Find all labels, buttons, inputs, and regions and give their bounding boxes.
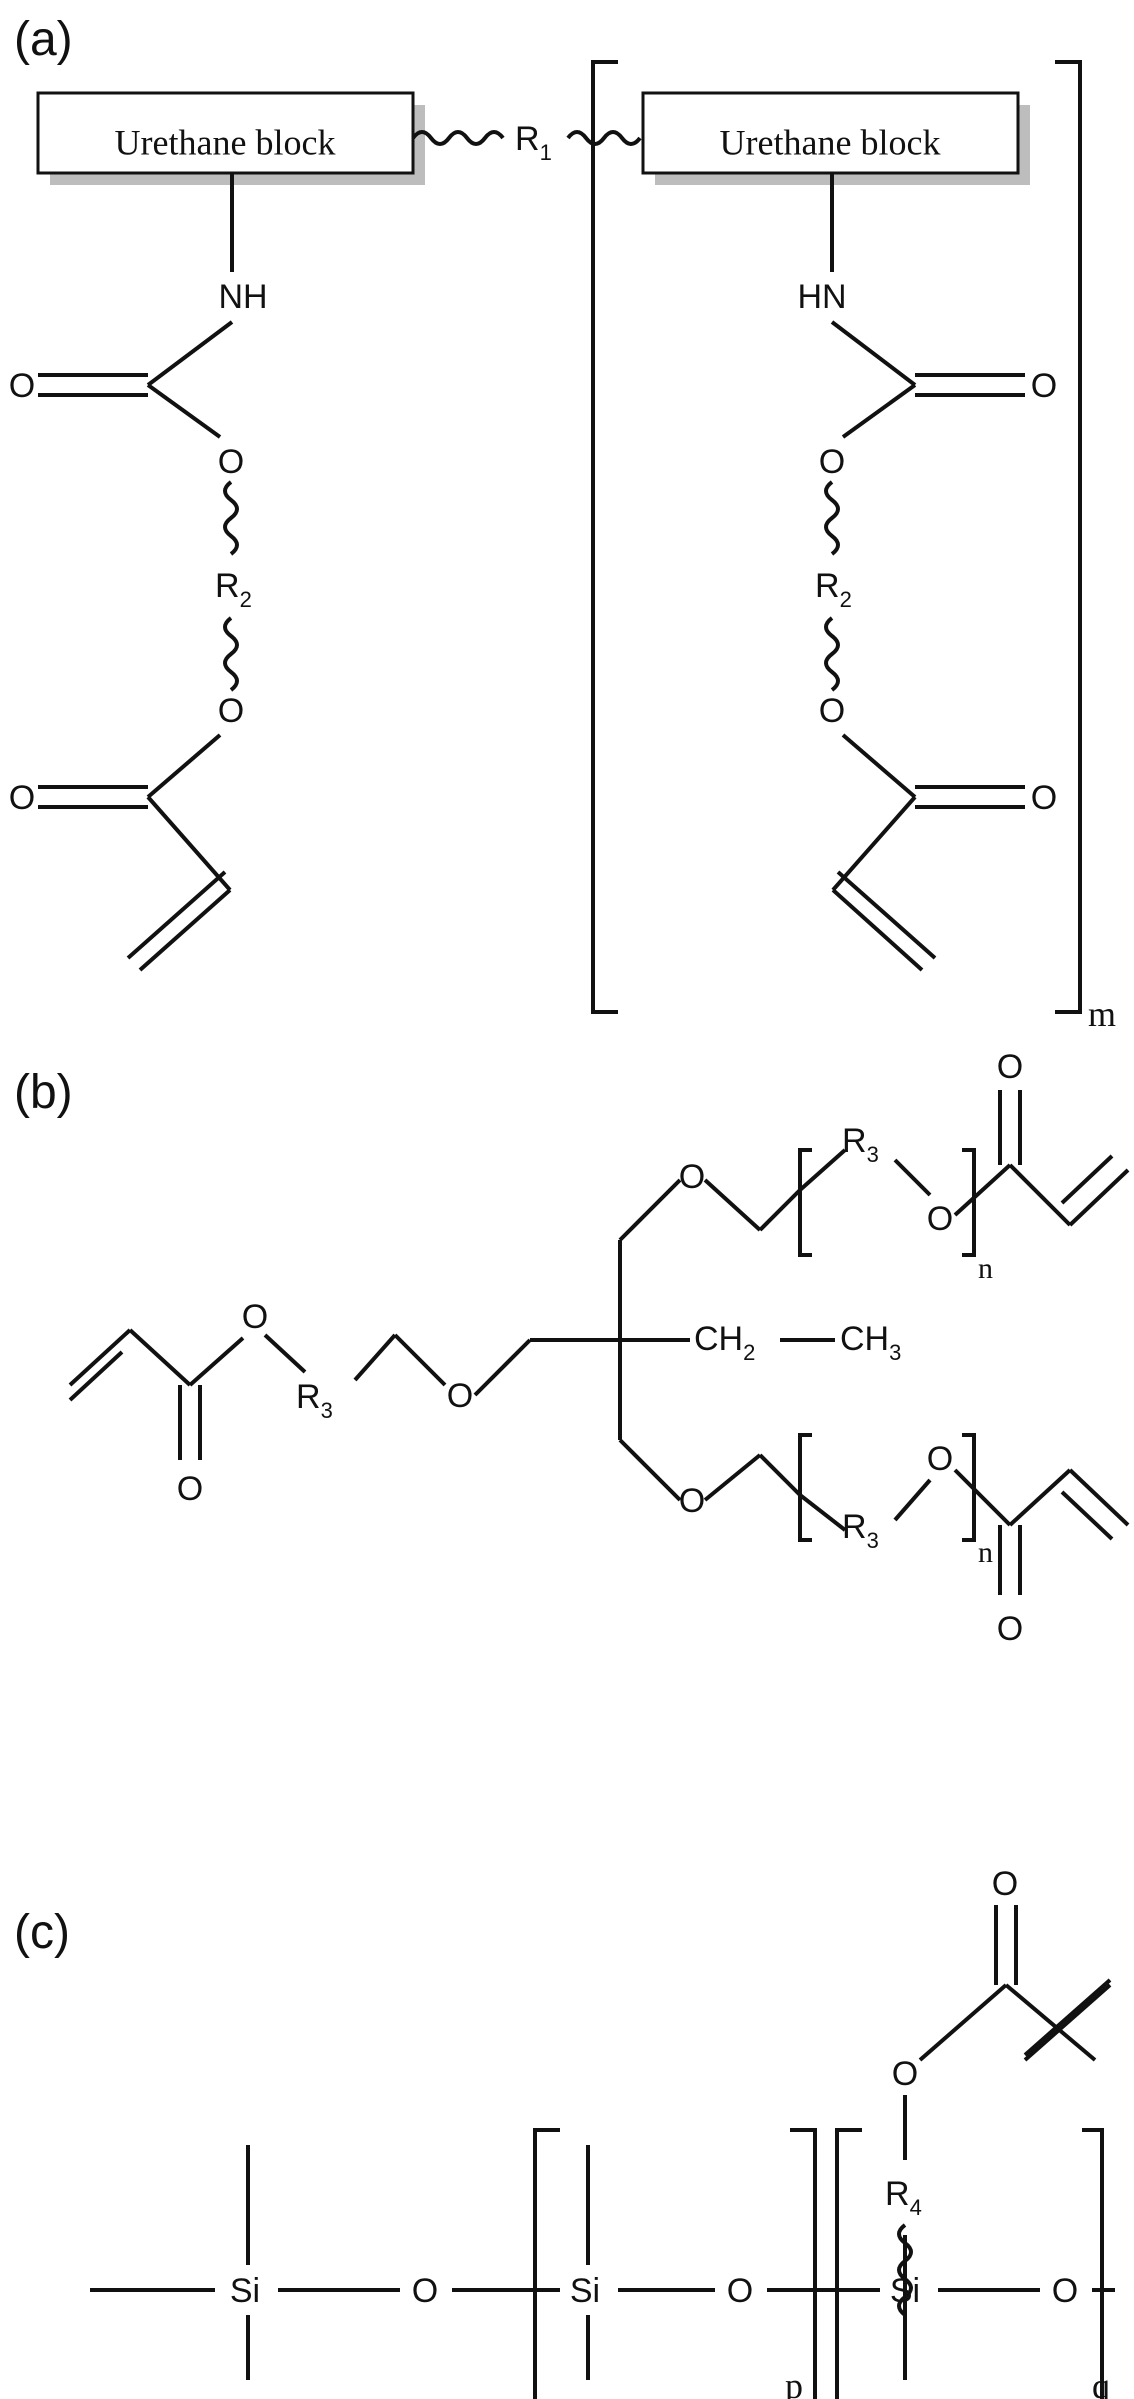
si-1: Si <box>230 2272 260 2310</box>
bracket-p-right <box>790 2128 817 2399</box>
repeat-count-p: p <box>785 2366 803 2399</box>
panel-c-label: (c) <box>14 1906 70 1959</box>
carbonyl-o-c: O <box>992 1865 1018 1903</box>
si-2: Si <box>570 2272 600 2310</box>
r3-upper-label: R3 <box>842 1122 879 1167</box>
r4-label: R4 <box>885 2175 922 2220</box>
left-acrylate-arm-b: O R3 O O <box>68 1298 532 1508</box>
bracket-upper-left <box>798 1148 812 1257</box>
bracket-p-left <box>533 2128 560 2399</box>
o-1: O <box>412 2272 438 2310</box>
panel-b: (b) CH2 CH3 O R3 O n O <box>14 1048 1130 1648</box>
ester-o-left-top: O <box>218 443 244 481</box>
right-acrylate-arm: HN O O R2 O O <box>797 173 1057 972</box>
bracket-q-right <box>1082 2128 1104 2399</box>
urethane-block-right: Urethane block <box>641 91 1030 185</box>
ester-o-left: O <box>242 1298 268 1336</box>
siloxane-backbone: Si O Si O p Si O q <box>90 2128 1115 2399</box>
ester-o-left-bottom: O <box>218 692 244 730</box>
ether-o-upper: O <box>679 1158 705 1196</box>
o-2: O <box>727 2272 753 2310</box>
bracket-upper-right <box>962 1148 976 1257</box>
bracket-q-left <box>835 2128 862 2399</box>
ch3-label: CH3 <box>840 1320 901 1365</box>
carbonyl-o-right-bottom: O <box>1031 779 1057 817</box>
nh-label: NH <box>218 278 267 316</box>
ester-o-lower: O <box>927 1440 953 1478</box>
urethane-block-left: Urethane block <box>36 91 425 185</box>
r3-lower-label: R3 <box>842 1508 879 1553</box>
hn-label: HN <box>797 278 846 316</box>
r1-label: R1 <box>515 120 552 165</box>
carbonyl-o-upper: O <box>997 1048 1023 1086</box>
left-acrylate-arm: NH O O R2 O O <box>9 173 268 972</box>
ether-o-left: O <box>447 1377 473 1415</box>
wavy-bond-r1-left <box>411 130 505 146</box>
ester-o-right-top: O <box>819 443 845 481</box>
panel-c: (c) O O R4 Si O Si <box>14 1865 1115 2399</box>
bracket-lower-left <box>798 1433 812 1542</box>
ester-o-upper: O <box>927 1200 953 1238</box>
acrylate-pendant: O O R4 <box>885 1865 1112 2320</box>
urethane-block-right-label: Urethane block <box>720 122 941 162</box>
trimethylolpropane-core: CH2 CH3 <box>530 1240 901 1440</box>
r3-left-label: R3 <box>296 1378 333 1423</box>
panel-a: (a) Urethane block Urethane block R1 m N… <box>9 13 1116 1034</box>
ester-o-c: O <box>892 2055 918 2093</box>
carbonyl-o-lower: O <box>997 1610 1023 1648</box>
repeat-count-m: m <box>1088 994 1116 1034</box>
ch2-label: CH2 <box>694 1320 755 1365</box>
lower-acrylate-arm: O R3 O n O <box>618 1433 1130 1648</box>
carbonyl-o-left-bottom: O <box>9 779 35 817</box>
r2-label-right: R2 <box>815 567 852 612</box>
carbonyl-o-left-top: O <box>9 367 35 405</box>
carbonyl-o-right-top: O <box>1031 367 1057 405</box>
carbonyl-o-left: O <box>177 1470 203 1508</box>
r2-label-left: R2 <box>215 567 252 612</box>
urethane-block-left-label: Urethane block <box>115 122 336 162</box>
ether-o-lower: O <box>679 1482 705 1520</box>
wavy-bond-r1-right <box>566 130 642 146</box>
panel-b-label: (b) <box>14 1066 73 1119</box>
repeat-n-upper: n <box>978 1252 993 1285</box>
panel-a-label: (a) <box>14 13 73 66</box>
repeat-bracket-right <box>1055 60 1082 1014</box>
o-3: O <box>1052 2272 1078 2310</box>
repeat-count-q: q <box>1092 2366 1110 2399</box>
upper-acrylate-arm: O R3 O n O <box>618 1048 1130 1285</box>
repeat-bracket-left <box>591 60 618 1014</box>
si-3: Si <box>890 2272 920 2310</box>
repeat-n-lower: n <box>978 1536 993 1569</box>
ester-o-right-bottom: O <box>819 692 845 730</box>
